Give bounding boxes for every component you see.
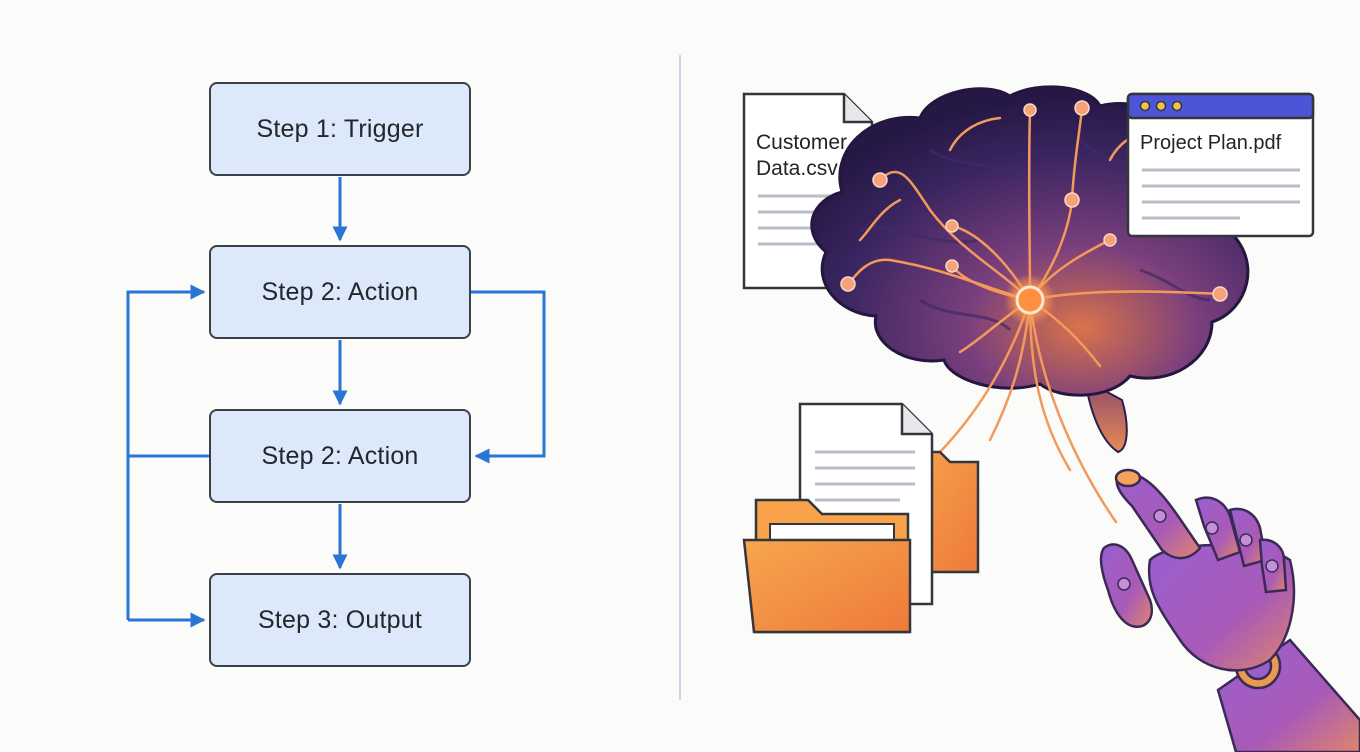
front-folder-icon [742, 498, 912, 634]
flow-step-action-2: Step 2: Action [209, 409, 471, 503]
pdf-window-title: Project Plan.pdf [1140, 132, 1282, 154]
flow-step-trigger: Step 1: Trigger [209, 82, 471, 176]
csv-document-label-line1: Customer [756, 131, 847, 154]
folders-illustration [742, 402, 980, 634]
flow-step-action-1: Step 2: Action [209, 245, 471, 339]
flow-step-label: Step 2: Action [261, 277, 419, 306]
loop-right-step2-to-step2b [471, 290, 546, 464]
flow-step-output: Step 3: Output [209, 573, 471, 667]
neural-nodes [840, 100, 1228, 302]
loop-left-to-step2 [126, 284, 206, 620]
window-dot-1 [1139, 100, 1151, 112]
flow-step-label: Step 1: Trigger [256, 114, 424, 143]
pdf-window-icon: Project Plan.pdf [1126, 92, 1315, 238]
window-dot-2 [1155, 100, 1167, 112]
window-dot-3 [1171, 100, 1183, 112]
flow-step-label: Step 3: Output [257, 605, 423, 634]
csv-document-label-line2: Data.csv [756, 157, 838, 180]
flow-step-label: Step 2: Action [261, 441, 419, 470]
flowchart-connectors [126, 177, 546, 628]
robot-hand-illustration [1099, 468, 1360, 752]
